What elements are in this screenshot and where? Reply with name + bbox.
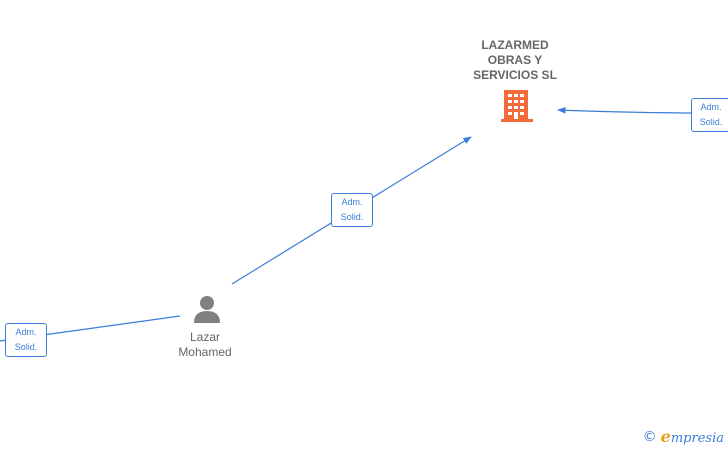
edge-label-right-company[interactable]: Adm. Solid.: [691, 98, 728, 132]
empresia-watermark: © empresia: [643, 427, 724, 446]
company-name[interactable]: LAZARMED OBRAS Y SERVICIOS SL: [473, 38, 557, 82]
person-name[interactable]: Lazar Mohamed: [178, 330, 232, 359]
person-icon[interactable]: [192, 294, 222, 324]
edge-label-left-person[interactable]: Adm. Solid.: [5, 323, 47, 357]
edge-label-person-company[interactable]: Adm. Solid.: [331, 193, 373, 227]
brand-initial: e: [660, 427, 671, 446]
brand-name: mpresia: [670, 431, 724, 446]
copyright-symbol: ©: [642, 428, 657, 445]
building-icon[interactable]: [500, 88, 534, 124]
